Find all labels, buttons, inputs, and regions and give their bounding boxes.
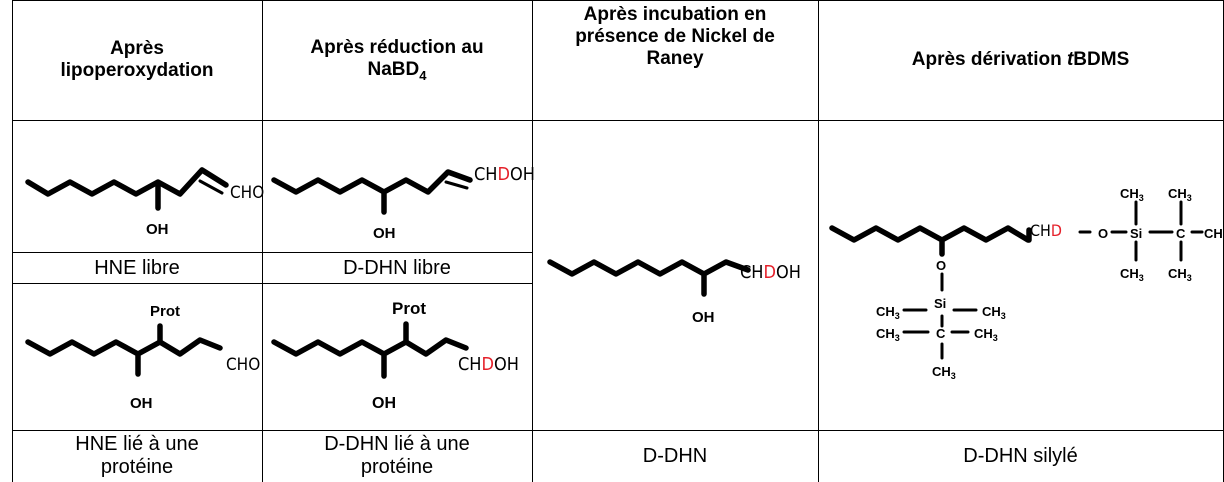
silyl-top-si: Si	[1130, 226, 1142, 241]
row-divider-label-free	[12, 283, 532, 284]
header-lipoperoxydation: Après lipoperoxydation	[12, 0, 262, 120]
hne-bound-structure: Prot OH CHO	[25, 303, 260, 412]
ddhn-free-structure: OH CHDOH	[271, 164, 535, 242]
header-tbdms-italic-t: t	[1066, 49, 1074, 71]
ddhn-bound-oh: OH	[372, 395, 396, 412]
header-lipoperoxydation-line1: Après	[110, 38, 164, 60]
header-tbdms-derivation: Après dérivation tBDMS	[818, 0, 1223, 120]
ddhn-chdoh: CHDOH	[740, 262, 801, 283]
row-divider-hne-free	[12, 252, 532, 253]
silyl-top-c: C	[1176, 226, 1186, 241]
ddhn-oh: OH	[692, 309, 715, 326]
ddhn-bound-prot: Prot	[392, 299, 426, 318]
header-raney-line1: Après incubation en	[583, 4, 767, 25]
header-reduction-line2: NaBD4	[368, 59, 427, 84]
ddhn-free-chdoh: CHDOH	[474, 164, 535, 185]
header-nabd-text: NaBD	[367, 58, 420, 80]
label-ddhn-silylated: D-DHN silylé	[818, 431, 1223, 482]
ddhn-silylated-structure: CHD O Si CH3 CH3 C CH3 CH3 CH O Si CH3 C…	[829, 186, 1223, 381]
silyl-top-c-ch3-down: CH3	[1168, 266, 1192, 283]
label-hne-free: HNE libre	[12, 253, 262, 283]
label-ddhn-bound: D-DHN lié à une protéine	[262, 431, 532, 482]
header-tbdms-post: BDMS	[1073, 49, 1130, 71]
header-lipoperoxydation-line2: lipoperoxydation	[60, 60, 214, 81]
label-ddhn-bound-line1: D-DHN lié à une	[324, 433, 470, 455]
label-ddhn-free-text: D-DHN libre	[343, 256, 451, 279]
silyl-bottom-c-ch3-down: CH3	[932, 364, 956, 381]
hne-free-oh: OH	[146, 221, 169, 238]
header-raney-line2: présence de Nickel de	[575, 25, 775, 47]
ddhn-structure: OH CHDOH	[547, 259, 801, 326]
hne-free-cho: CHO	[230, 183, 264, 203]
hne-free-structure: OH CHO	[25, 167, 264, 238]
silyl-top-o: O	[1098, 226, 1108, 241]
silyl-bottom-si-ch3-left: CH3	[876, 304, 900, 321]
silyl-top-c-ch3-right: CH	[1204, 226, 1223, 241]
silyl-top-si-ch3-down: CH3	[1120, 266, 1144, 283]
column-divider-1	[262, 0, 263, 482]
ddhn-free-oh: OH	[373, 225, 396, 242]
ddhn-bound-structure: Prot OH CHDOH	[271, 299, 519, 412]
column-divider-3	[818, 0, 819, 482]
hne-bound-cho: CHO	[226, 355, 260, 375]
silyl-bottom-o: O	[936, 258, 946, 273]
header-reduction-line1: Après réduction au	[310, 36, 484, 58]
label-ddhn-bound-line2: protéine	[360, 456, 434, 478]
ddhn-bound-chdoh: CHDOH	[458, 354, 519, 375]
label-ddhn-silylated-text: D-DHN silylé	[963, 445, 1078, 467]
label-ddhn: D-DHN	[532, 431, 818, 482]
header-raney-line3: Raney	[646, 47, 704, 69]
table-border-top	[12, 0, 1224, 1]
label-hne-free-text: HNE libre	[94, 256, 180, 279]
table-border-left	[12, 0, 13, 482]
label-ddhn-text: D-DHN	[642, 445, 708, 467]
label-ddhn-free: D-DHN libre	[262, 253, 532, 283]
header-subscript-4: 4	[419, 67, 427, 83]
header-raney-nickel: Après incubation en présence de Nickel d…	[532, 0, 818, 120]
label-hne-bound-line2: protéine	[100, 456, 174, 478]
silyl-bottom-si-ch3-right: CH3	[982, 304, 1006, 321]
silyl-top-si-ch3-up: CH3	[1120, 186, 1144, 203]
label-hne-bound: HNE lié à une protéine	[12, 431, 262, 482]
silyl-chd: CHD	[1030, 221, 1062, 240]
silyl-bottom-si: Si	[934, 296, 946, 311]
silyl-bottom-c-ch3-left: CH3	[876, 326, 900, 343]
column-divider-2	[532, 0, 533, 482]
label-hne-bound-line1: HNE lié à une	[75, 433, 199, 455]
silyl-top-c-ch3-up: CH3	[1168, 186, 1192, 203]
silyl-bottom-c: C	[936, 326, 946, 341]
header-row-divider	[12, 120, 1224, 121]
header-reduction-nabd4: Après réduction au NaBD4	[262, 0, 532, 120]
hne-bound-prot: Prot	[150, 303, 180, 320]
row-divider-bottom-labels	[12, 430, 1224, 431]
silyl-bottom-c-ch3-right: CH3	[974, 326, 998, 343]
hne-bound-oh: OH	[130, 395, 153, 412]
header-tbdms-pre: Après dérivation	[911, 49, 1067, 71]
